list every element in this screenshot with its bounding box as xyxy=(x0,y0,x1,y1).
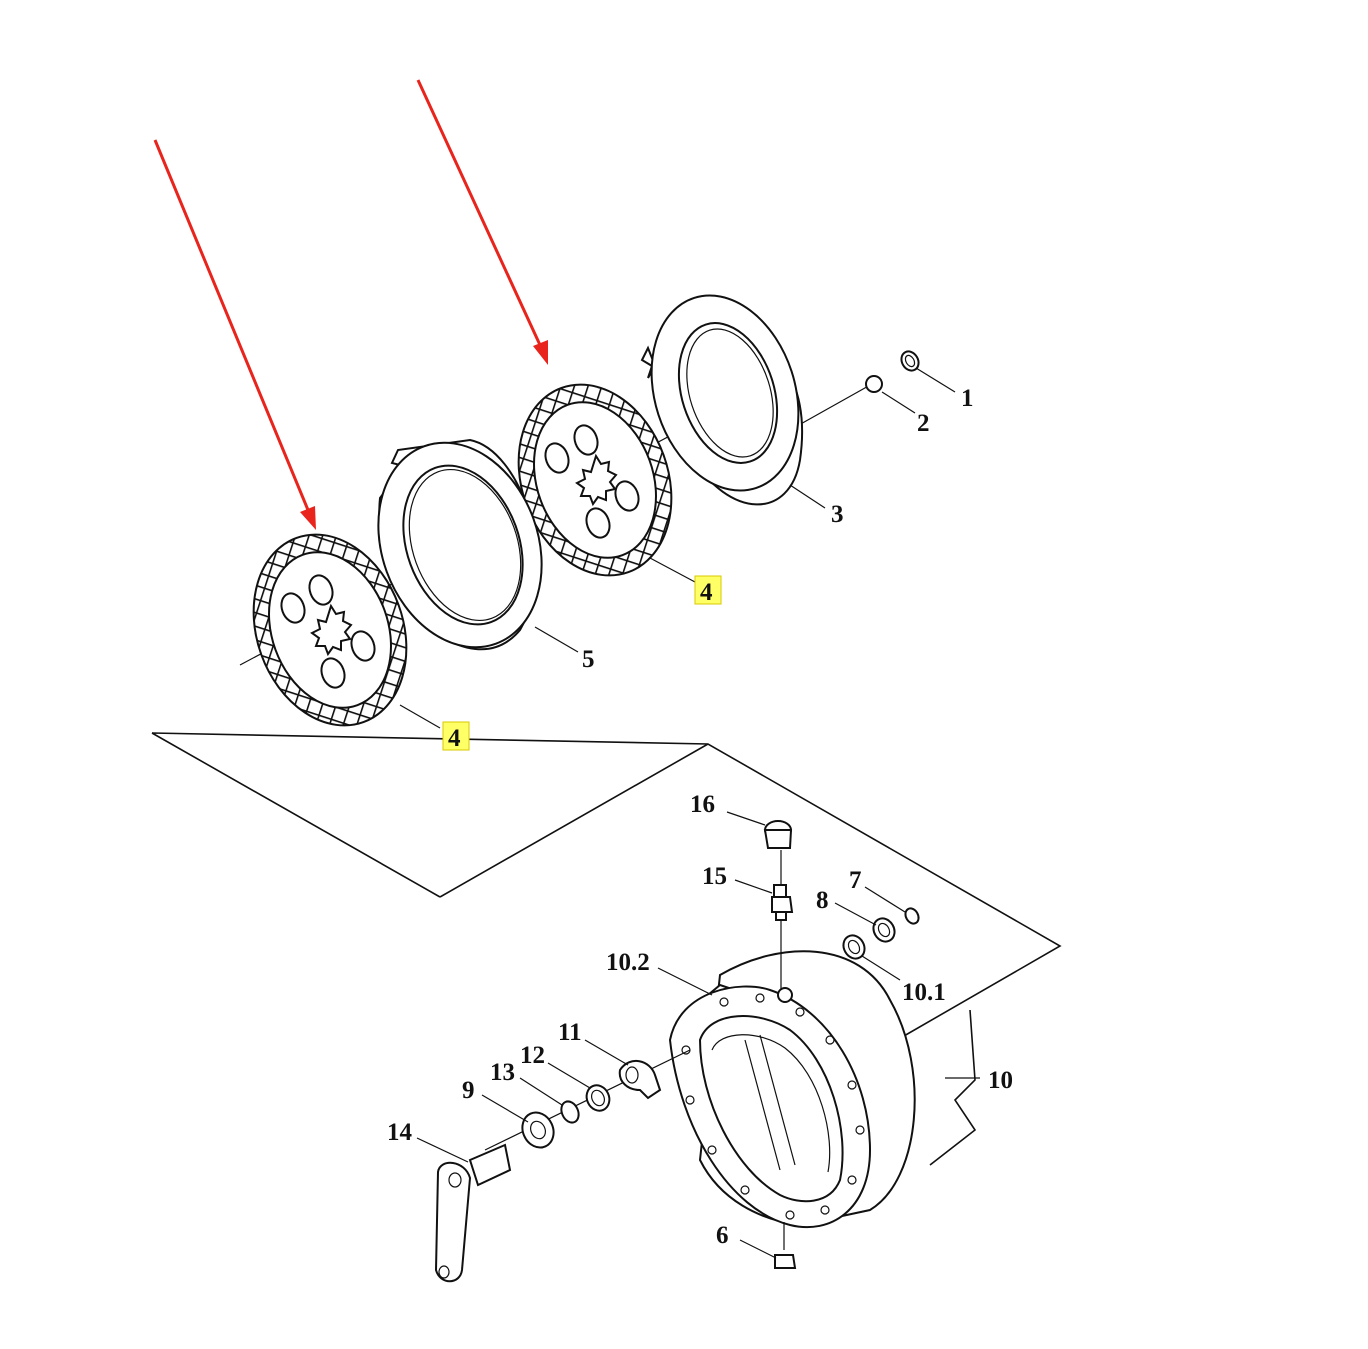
pressure-plate xyxy=(640,294,803,506)
callout-4-lower: 4 xyxy=(448,725,461,752)
o-ring-13 xyxy=(560,1100,580,1124)
bushing-10-1 xyxy=(842,934,866,960)
callout-2: 2 xyxy=(917,410,930,437)
callout-4-upper: 4 xyxy=(700,579,713,606)
arrow-to-lower-disc xyxy=(153,139,316,530)
callout-15: 15 xyxy=(702,863,727,890)
washer-9 xyxy=(521,1111,555,1149)
callout-16: 16 xyxy=(690,791,715,818)
leader-lines xyxy=(399,367,980,1259)
bleed-fitting xyxy=(771,884,794,921)
disc-axis-line-right xyxy=(789,383,873,431)
callout-7: 7 xyxy=(849,867,862,894)
steel-ball xyxy=(865,375,883,393)
friction-disc-lower xyxy=(252,533,408,727)
callout-6: 6 xyxy=(716,1222,729,1249)
callout-8: 8 xyxy=(816,887,829,914)
callout-1: 1 xyxy=(961,385,974,412)
arrow-to-upper-disc xyxy=(416,79,548,365)
highlight-callout-4-lower xyxy=(442,721,470,751)
assembly-outline xyxy=(151,732,1062,1041)
lever-14 xyxy=(434,1143,512,1283)
callout-11: 11 xyxy=(558,1019,582,1046)
callout-10-1: 10.1 xyxy=(902,979,946,1006)
callout-10-2: 10.2 xyxy=(606,949,650,976)
callout-9: 9 xyxy=(462,1077,475,1104)
callout-3: 3 xyxy=(831,501,844,528)
brake-housing xyxy=(668,950,977,1229)
cam-11 xyxy=(618,1060,662,1100)
highlight-callout-4-upper xyxy=(694,575,722,605)
bushing-12 xyxy=(585,1084,611,1112)
seal-8 xyxy=(872,917,896,943)
drain-bolt-6 xyxy=(774,1222,797,1269)
callout-14: 14 xyxy=(387,1119,413,1146)
friction-disc-upper xyxy=(517,383,673,577)
callout-13: 13 xyxy=(490,1059,515,1086)
callout-12: 12 xyxy=(520,1042,545,1069)
retaining-ring xyxy=(900,350,920,372)
breather-cap xyxy=(763,820,793,849)
steel-separator-plate xyxy=(377,438,543,651)
washer-7 xyxy=(904,907,920,925)
callout-10: 10 xyxy=(988,1067,1013,1094)
callout-5: 5 xyxy=(582,646,595,673)
